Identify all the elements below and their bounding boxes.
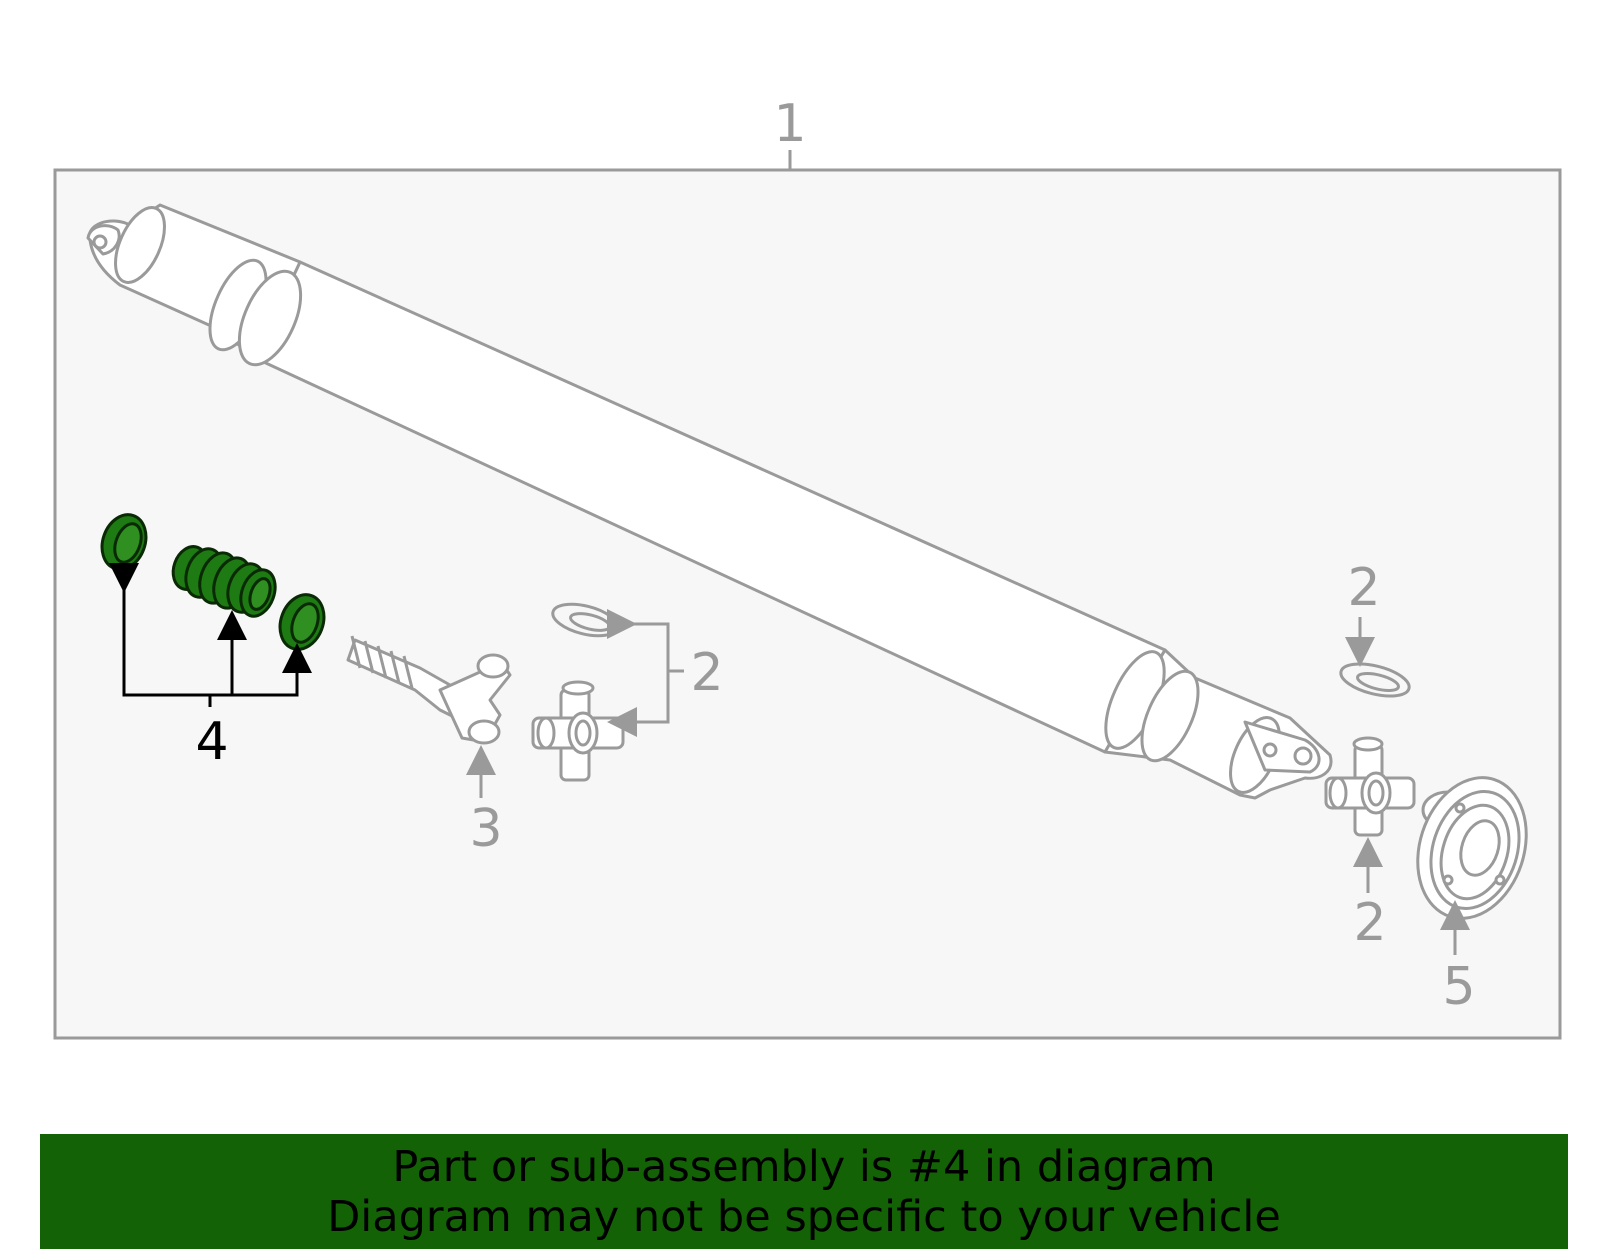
callout-2-top-right-label: 2 [1347, 558, 1380, 618]
callout-4-label: 4 [195, 712, 228, 772]
drive-shaft [86, 203, 1333, 800]
part-2-universal-joint-right [1324, 736, 1416, 837]
banner-line-2: Diagram may not be specific to your vehi… [327, 1192, 1281, 1242]
callout-5-group: 5 [1440, 900, 1476, 1017]
callout-1-group: 1 [773, 94, 807, 170]
callout-5-label: 5 [1442, 957, 1475, 1017]
callout-3-group: 3 [466, 745, 503, 859]
callout-2-bottom-right-group: 2 [1353, 837, 1387, 953]
callout-3-label: 3 [469, 799, 502, 859]
part-info-banner: Part or sub-assembly is #4 in diagram Di… [40, 1134, 1568, 1249]
banner-line-1: Part or sub-assembly is #4 in diagram [392, 1142, 1216, 1192]
callout-2-top-left-label: 2 [690, 643, 723, 703]
callout-2-bottom-right-label: 2 [1353, 893, 1386, 953]
part-3-slip-yoke [346, 635, 512, 745]
callout-2-top-left-group: 2 [607, 609, 724, 737]
callout-1-label: 1 [773, 94, 806, 154]
part-2-universal-joint-left [531, 680, 625, 782]
part-2-snap-ring-right [1339, 662, 1411, 698]
part-4-seal-left [100, 513, 148, 571]
part-5-flange [1416, 776, 1528, 920]
callout-4-group: 4 [109, 563, 312, 772]
callout-2-top-right-group: 2 [1345, 558, 1381, 667]
